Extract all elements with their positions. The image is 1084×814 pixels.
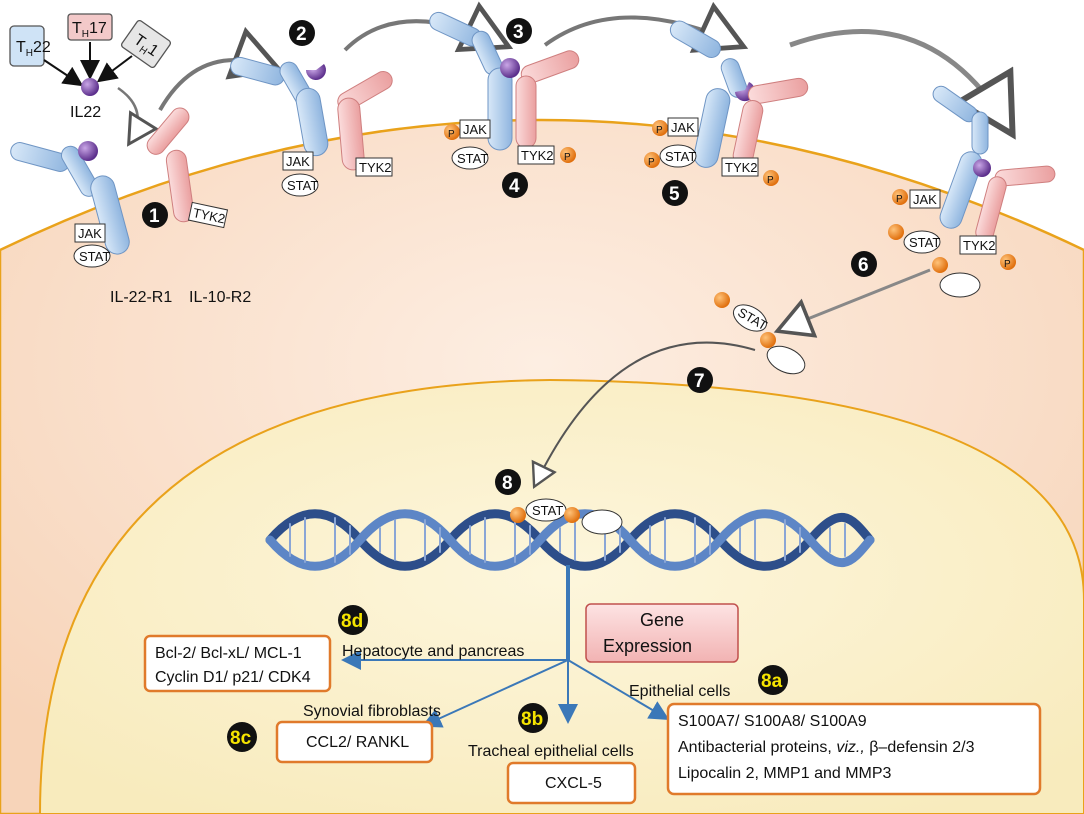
arrow-stage-3-5 (543, 18, 740, 46)
step-7-marker (687, 367, 713, 393)
svg-text:TH17: TH17 (72, 20, 107, 40)
th22-cell: TH22 (9, 25, 51, 67)
receptor-stage-3: P JAK STAT TYK2 P (429, 11, 580, 170)
th22-arrow (43, 59, 84, 87)
box-8a (666, 702, 1042, 796)
svg-text:JAK: JAK (913, 192, 937, 207)
box-8d-line1: Bcl-2/ Bcl-xL/ MCL-1 (155, 645, 302, 662)
th17-cell: TH17 (67, 13, 113, 41)
svg-text:STAT: STAT (79, 249, 110, 264)
svg-text:5: 5 (669, 184, 680, 205)
arrow-8c (421, 659, 569, 728)
il22-r1-label: IL-22-R1 (110, 289, 172, 306)
svg-text:STAT: STAT (287, 178, 318, 193)
hepatocyte-label: Hepatocyte and pancreas (342, 643, 524, 660)
step-2-marker (289, 20, 315, 46)
arrow-stage-5-6 (789, 29, 1010, 130)
box-8c (275, 720, 434, 764)
svg-text:TYK2: TYK2 (521, 148, 554, 163)
svg-text:3: 3 (513, 22, 524, 43)
step-8c-marker (227, 722, 257, 752)
svg-text:P: P (448, 129, 455, 140)
svg-text:P: P (656, 125, 663, 136)
svg-text:2: 2 (296, 24, 307, 45)
th1-cell: TH1 (120, 19, 172, 69)
box-8a-line1: S100A7/ S100A8/ S100A9 (678, 713, 867, 730)
svg-text:TH22: TH22 (16, 39, 51, 59)
svg-text:7: 7 (694, 371, 705, 392)
il22-ligand-bound (78, 141, 98, 161)
step-3-marker (506, 18, 532, 44)
stat-dna-complex: STAT (510, 498, 623, 535)
receptor-stage-2: JAK STAT TYK2 (230, 56, 393, 197)
step-5-marker (662, 180, 688, 206)
synovial-label: Synovial fibroblasts (303, 703, 441, 720)
gene-expression-box (585, 603, 739, 663)
il22-label: IL22 (70, 104, 101, 121)
epithelial-label: Epithelial cells (629, 683, 730, 700)
released-stat-dimer: STAT (714, 292, 806, 375)
il10-r2-label: IL-10-R2 (189, 289, 251, 306)
il22-ligand (81, 78, 99, 96)
arrow-stage-6-7 (780, 268, 931, 330)
step-8b-marker (518, 703, 548, 733)
box-8a-line2: Antibacterial proteins, viz., β–defensin… (678, 739, 975, 756)
step-4-marker (502, 172, 528, 198)
svg-text:8d: 8d (341, 611, 363, 632)
gene-expression-line1: Gene (640, 610, 684, 630)
svg-text:8a: 8a (761, 671, 783, 692)
receptor-stage-5: P JAK P STAT TYK2 P (644, 20, 809, 186)
svg-text:4: 4 (509, 176, 520, 197)
svg-text:P: P (648, 157, 655, 168)
svg-text:JAK: JAK (78, 226, 102, 241)
step-8d-marker (338, 605, 368, 635)
svg-text:P: P (896, 194, 903, 205)
svg-text:8: 8 (502, 473, 513, 494)
box-8b-line1: CXCL-5 (545, 775, 602, 792)
box-8c-line1: CCL2/ RANKL (306, 734, 409, 751)
th1-arrow (96, 55, 133, 83)
receptor-stage-1: JAK STAT TYK2 IL-22-R1 IL-10-R2 (10, 107, 251, 306)
svg-text:STAT: STAT (532, 503, 563, 518)
receptor-stage-6: P JAK STAT TYK2 P (888, 85, 1056, 298)
svg-text:TYK2: TYK2 (192, 205, 227, 226)
tracheal-label: Tracheal epithelial cells (468, 743, 634, 760)
box-8d-line2: Cyclin D1/ p21/ CDK4 (155, 669, 311, 686)
svg-text:TYK2: TYK2 (359, 160, 392, 175)
box-8d (143, 634, 332, 693)
svg-text:P: P (564, 152, 571, 163)
svg-text:P: P (767, 175, 774, 186)
svg-text:STAT: STAT (909, 235, 940, 250)
svg-text:P: P (1004, 259, 1011, 270)
step-8a-marker (758, 665, 788, 695)
svg-text:TYK2: TYK2 (725, 160, 758, 175)
svg-text:8b: 8b (521, 709, 543, 730)
box-8a-line3: Lipocalin 2, MMP1 and MMP3 (678, 765, 892, 782)
il22-binding-arrow (117, 86, 138, 142)
box-8b (506, 761, 637, 805)
svg-text:1: 1 (149, 206, 160, 227)
svg-text:JAK: JAK (671, 120, 695, 135)
svg-text:JAK: JAK (463, 122, 487, 137)
arrow-translocation (535, 341, 756, 485)
svg-text:STAT: STAT (665, 149, 696, 164)
step-6-marker (851, 251, 877, 277)
step-1-marker (142, 202, 168, 228)
gene-expression-line2: Expression (603, 636, 692, 656)
svg-text:6: 6 (858, 255, 869, 276)
svg-text:8c: 8c (230, 728, 252, 749)
svg-text:JAK: JAK (286, 154, 310, 169)
svg-text:TYK2: TYK2 (963, 238, 996, 253)
svg-text:STAT: STAT (457, 151, 488, 166)
arrow-8a (567, 659, 670, 721)
step-8-marker (495, 469, 521, 495)
